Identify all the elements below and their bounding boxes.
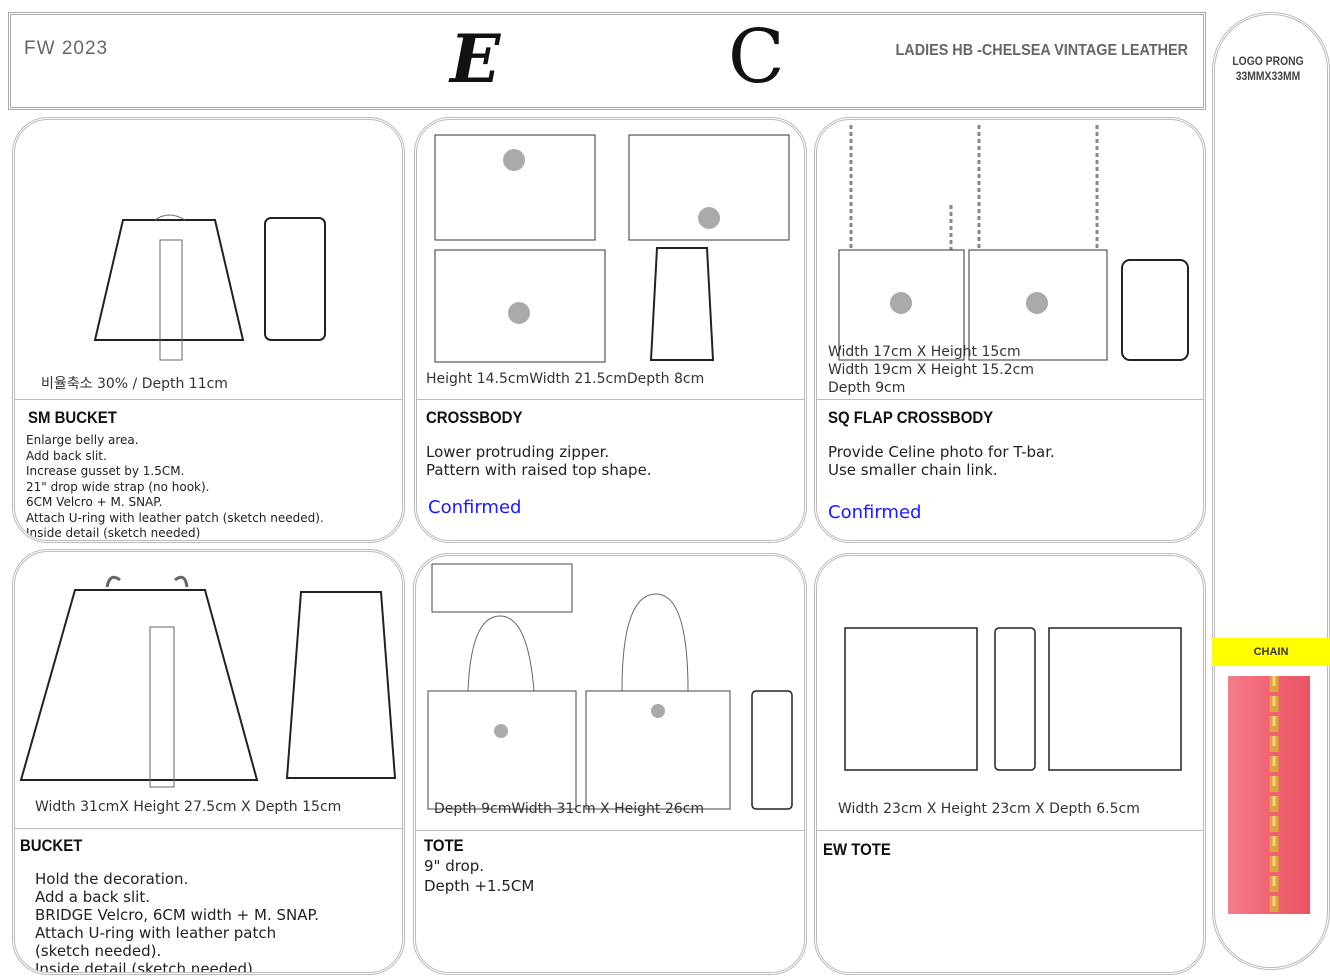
trim-sidebar <box>1212 12 1330 970</box>
sq-flap-sketch <box>838 125 1189 361</box>
style-notes: Enlarge belly area.Add back slit.Increas… <box>26 433 324 540</box>
chain-label: CHAIN <box>1212 638 1330 666</box>
tote-sketch <box>427 563 793 810</box>
ew-tote-sketch <box>844 627 1182 771</box>
brand-logo-e: E <box>450 20 501 98</box>
chain-photo <box>1228 676 1310 914</box>
dimensions: Width 23cm X Height 23cm X Depth 6.5cm <box>838 801 1140 817</box>
bucket-sketch <box>19 575 397 788</box>
crossbody-sketch <box>434 134 790 363</box>
style-card-ew-tote: Width 23cm X Height 23cm X Depth 6.5cm E… <box>814 553 1206 975</box>
status-confirmed: Confirmed <box>428 497 522 518</box>
dimensions: Height 14.5cmWidth 21.5cmDepth 8cm <box>426 371 705 387</box>
style-card-tote: Depth 9cmWidth 31cm X Height 26cm TOTE 9… <box>413 553 807 975</box>
style-notes: Lower protruding zipper.Pattern with rai… <box>426 443 652 479</box>
style-notes: Hold the decoration.Add a back slit.BRID… <box>35 870 319 975</box>
header-box <box>8 12 1206 110</box>
dimensions: Width 31cmX Height 27.5cm X Depth 15cm <box>35 799 342 815</box>
sm-bucket-sketch <box>93 214 326 361</box>
style-name: EW TOTE <box>823 840 891 859</box>
season-label: FW 2023 <box>24 38 109 59</box>
style-card-sm-bucket: 비율축소 30% / Depth 11cm SM BUCKET Enlarge … <box>12 117 405 543</box>
style-name: TOTE <box>424 836 464 855</box>
collection-title: LADIES HB -CHELSEA VINTAGE LEATHER <box>895 42 1188 59</box>
style-notes: 9" drop.Depth +1.5CM <box>424 857 535 895</box>
style-name: BUCKET <box>20 836 83 855</box>
style-notes: Provide Celine photo for T-bar.Use small… <box>828 443 1055 479</box>
style-name: SM BUCKET <box>28 408 117 427</box>
style-name: CROSSBODY <box>426 408 523 427</box>
status-confirmed: Confirmed <box>828 502 922 523</box>
style-card-bucket: Width 31cmX Height 27.5cm X Depth 15cm B… <box>12 549 405 975</box>
style-card-crossbody: Height 14.5cmWidth 21.5cmDepth 8cm CROSS… <box>414 117 807 543</box>
dimensions: Depth 9cmWidth 31cm X Height 26cm <box>434 801 704 817</box>
dimensions: 비율축소 30% / Depth 11cm <box>41 376 228 392</box>
chain-icon <box>1269 676 1279 914</box>
brand-logo-c: C <box>728 14 785 100</box>
style-name: SQ FLAP CROSSBODY <box>828 408 994 427</box>
